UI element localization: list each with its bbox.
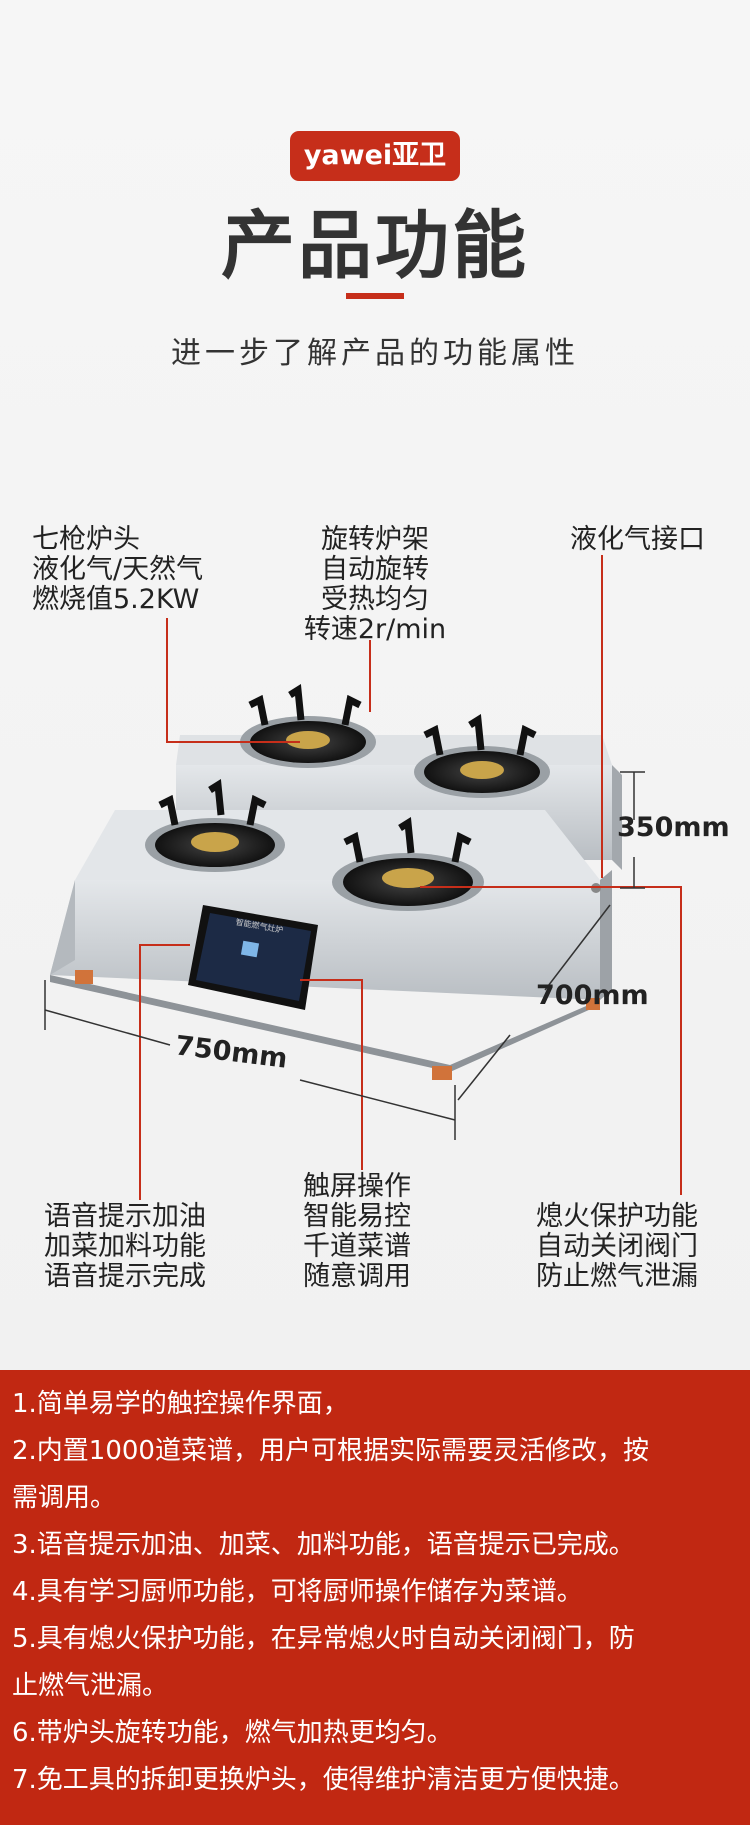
touch-screen: 智能燃气灶炉 (188, 905, 318, 1010)
brand-badge: yawei亚卫 (290, 131, 460, 181)
lower-tier (50, 810, 612, 1072)
callout-burner: 七枪炉头 液化气/天然气 燃烧值5.2KW (32, 524, 204, 615)
stove-feet (75, 970, 600, 1080)
callout-touchscreen: 触屏操作 智能易控 千道菜谱 随意调用 (303, 1171, 411, 1292)
page-subtitle: 进一步了解产品的功能属性 (171, 336, 579, 371)
feature-line: 7.免工具的拆卸更换炉头，使得维护清洁更方便快捷。 (12, 1765, 635, 1795)
dimension-height: 350mm (617, 812, 730, 843)
page-title: 产品功能 (221, 203, 529, 289)
burner-rear-left (240, 684, 376, 768)
feature-line: 4.具有学习厨师功能，可将厨师操作储存为菜谱。 (12, 1577, 583, 1607)
callout-lines (139, 555, 682, 1200)
feature-line: 5.具有熄火保护功能，在异常熄火时自动关闭阀门，防 (12, 1624, 635, 1654)
feature-line: 1.简单易学的触控操作界面， (12, 1389, 349, 1419)
feature-line: 止燃气泄漏。 (12, 1671, 169, 1701)
callout-gas-inlet: 液化气接口 (570, 524, 705, 555)
burner-front-left (145, 779, 285, 872)
title-underline (346, 293, 404, 299)
dimension-lines (44, 771, 645, 1140)
feature-line: 6.带炉头旋转功能，燃气加热更均匀。 (12, 1718, 453, 1748)
top-section (0, 0, 750, 1370)
callout-voice: 语音提示加油 加菜加料功能 语音提示完成 (44, 1201, 206, 1292)
stove-illustration: 智能燃气灶炉 (44, 555, 682, 1200)
burner-front-right (332, 817, 484, 911)
feature-list-section (0, 1370, 750, 1825)
dimension-depth: 700mm (536, 980, 649, 1011)
callout-flameout: 熄火保护功能 自动关闭阀门 防止燃气泄漏 (536, 1201, 698, 1292)
feature-line: 2.内置1000道菜谱，用户可根据实际需要灵活修改，按 (12, 1436, 649, 1466)
callout-rotating-rack: 旋转炉架 自动旋转 受热均匀 转速2r/min (303, 524, 447, 645)
burner-rear-right (414, 714, 550, 798)
feature-line: 3.语音提示加油、加菜、加料功能，语音提示已完成。 (12, 1530, 635, 1560)
feature-line: 需调用。 (12, 1483, 117, 1513)
